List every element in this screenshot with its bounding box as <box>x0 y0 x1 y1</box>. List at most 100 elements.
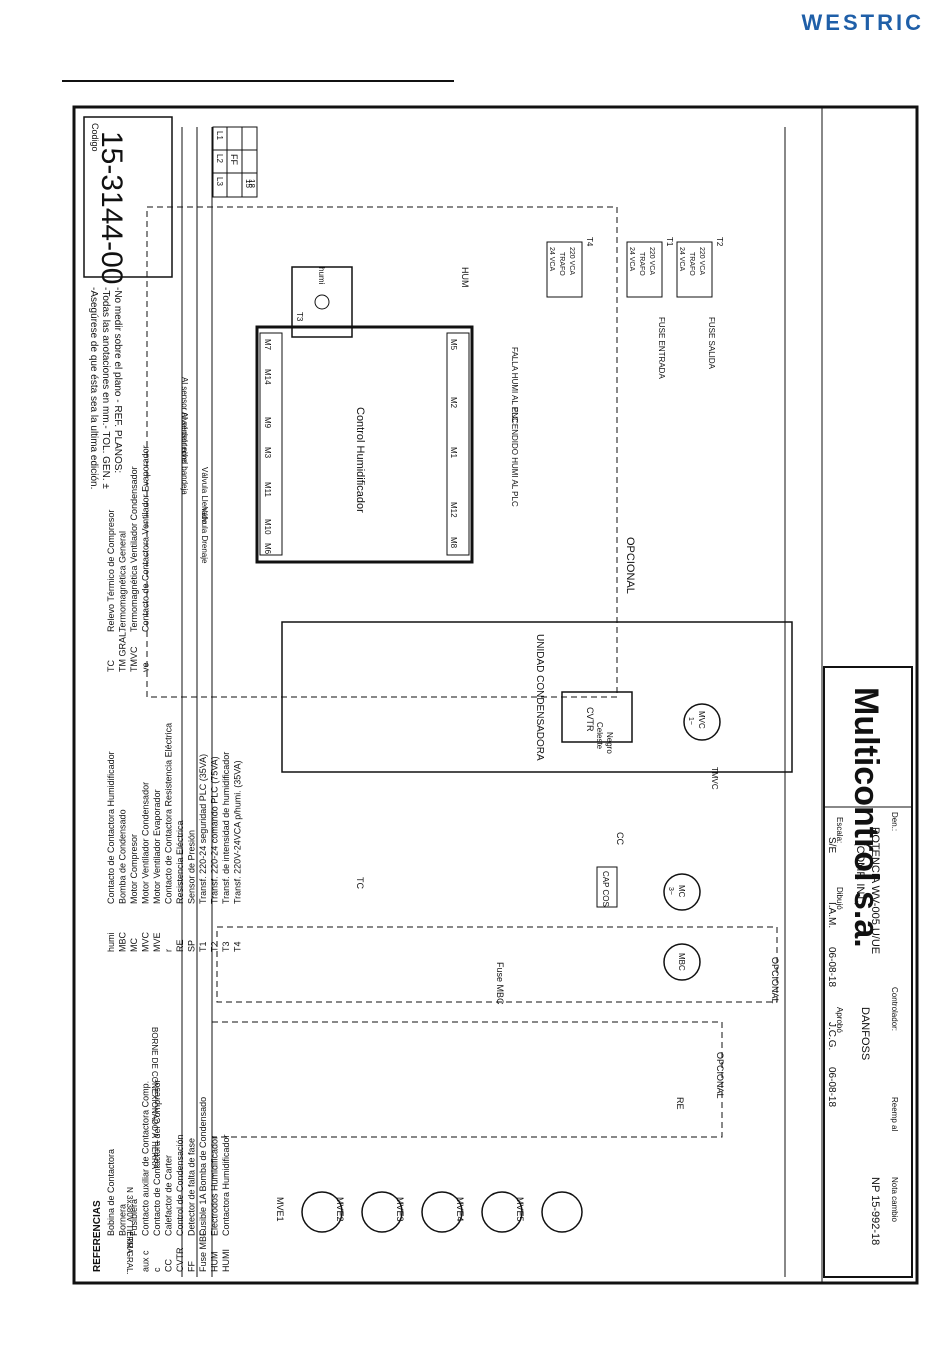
mbc-label: MBC <box>677 953 686 971</box>
optional-label-3: OPCIONAL <box>715 1052 725 1099</box>
transformer-t4: 220 VCA TRAFO 24 VCA T4 <box>546 237 594 298</box>
reference-key: c <box>152 1267 162 1272</box>
reference-description: Sensor de Presión <box>187 830 197 904</box>
optional-label-1: OPCIONAL <box>624 537 636 594</box>
phase-table: L1 L2 L3 FF 15 18 <box>212 126 258 198</box>
fan-motors: MVE1 MVE2 MVE3 MVE4 MVE5 <box>275 1191 583 1233</box>
reference-key: TM GRAL. <box>118 629 128 672</box>
cvtr-label: CVTR <box>585 707 595 732</box>
reference-key: CVTR <box>175 1247 185 1272</box>
drawn-label: Dibujó <box>835 887 844 910</box>
fuse-salida: FUSE SALIDA <box>707 317 716 370</box>
mvc-label: MVC <box>697 711 706 729</box>
condensing-unit-label: UNIDAD CONDENSADORA <box>534 634 545 761</box>
terminal-m11: M11 <box>263 482 272 498</box>
reference-description: Calefactor de Carter <box>164 1155 174 1236</box>
re-label: RE <box>675 1097 685 1110</box>
change-note: NP 15-992-18 <box>869 1177 881 1245</box>
terminal-m12: M12 <box>449 502 458 518</box>
humi-label: humi <box>317 267 326 285</box>
reference-key: T3 <box>221 941 231 952</box>
fan-motor-mve4 <box>481 1191 523 1233</box>
mbc-fuse: Fuse MBC <box>495 962 505 1005</box>
svg-text:MVE2: MVE2 <box>335 1197 345 1222</box>
reference-key: humi <box>106 932 116 952</box>
reference-description: Fusiblera <box>129 1199 139 1236</box>
terminal-m14: M14 <box>263 369 272 385</box>
reference-description: Fusible 1A Bomba de Condensado <box>198 1097 208 1236</box>
cvtr-negro: Negro <box>605 732 614 754</box>
svg-text:T2: T2 <box>715 237 724 247</box>
mc-sub: 3~ <box>667 887 674 895</box>
terminal-m9: M9 <box>263 417 272 429</box>
company-name: Multicontrol s.a. <box>847 687 885 948</box>
svg-text:T3: T3 <box>295 312 304 322</box>
terminal-m8: M8 <box>449 537 458 549</box>
reference-description: Contactora Humidificador <box>221 1134 231 1236</box>
drawn-date: 06-08-18 <box>826 947 837 987</box>
reference-key: FF <box>187 1261 197 1272</box>
terminal-m10: M10 <box>263 519 272 535</box>
terminal-m6: M6 <box>263 543 272 555</box>
terminal-m5: M5 <box>449 339 458 351</box>
reference-description: Transf. 220-24 seguridad PLC (35VA) <box>198 754 208 904</box>
power-bus <box>181 127 786 1277</box>
fill-valve: Válvula Llenado <box>200 467 209 524</box>
phase-l1: L1 <box>215 131 224 140</box>
reference-description: Electrodos Humidificador <box>210 1136 220 1236</box>
mc-motor <box>663 873 701 911</box>
failure-signal: FALLA HUMI AL PLC <box>510 347 519 423</box>
supply-label: N 3x380V TIERRA <box>125 1187 134 1254</box>
main-breaker: TM GRAL. <box>125 1237 134 1275</box>
header-rule <box>62 80 454 82</box>
cap-cos <box>596 866 618 908</box>
title-block: Multicontrol s.a. Den.: POTENCIA WV-005 … <box>821 107 913 1283</box>
controller-label: Controlador: <box>890 987 899 1031</box>
tc-label: TC <box>355 877 365 889</box>
reference-description: Motor Compresor <box>129 834 139 904</box>
reference-description: Transf. 220-24 comando PLC (75VA) <box>210 756 220 904</box>
svg-text:T1: T1 <box>665 237 674 247</box>
approved-by: J.C.G. <box>826 1022 837 1050</box>
reference-key: HUMI <box>221 1249 231 1272</box>
note-2: -Todas las anotaciones en mm.- TOL. GEN.… <box>100 287 111 489</box>
reference-description: Termomagnética Ventilador Condensador <box>129 466 139 632</box>
reference-description: Termomagnética General <box>118 531 128 632</box>
optional-humidifier-block <box>146 206 618 698</box>
reference-key: T4 <box>233 941 243 952</box>
cc-label: CC <box>615 832 625 845</box>
svg-text:220 VCA: 220 VCA <box>568 247 575 275</box>
reference-description: Contacto auxiliar de Contactora Comp. <box>141 1081 151 1236</box>
svg-text:24 VCA: 24 VCA <box>548 247 555 271</box>
phase-15: 15 <box>244 179 253 188</box>
terminal-m3: M3 <box>263 447 272 459</box>
scale: S/E <box>826 837 837 853</box>
reference-key: Fuse MBC <box>198 1229 208 1272</box>
controller: DANFOSS <box>859 1007 871 1060</box>
reference-description: Relevo Térmico de Compresor <box>106 510 116 632</box>
reference-description: Contacto de Contactora Resistencia Eléct… <box>164 723 174 904</box>
reference-description: Motor Ventilador Evaporador <box>152 789 162 904</box>
cvtr-box <box>561 691 633 743</box>
reference-description: Contacto de Contactora del Compresor <box>152 1079 162 1236</box>
fuse-entrada: FUSE ENTRADA <box>657 317 666 379</box>
reference-key: MBC <box>118 932 128 953</box>
fan-motor-mve2 <box>361 1191 403 1233</box>
svg-text:MVE4: MVE4 <box>455 1197 465 1222</box>
terminal-m1: M1 <box>449 447 458 459</box>
drawing-frame <box>72 105 919 1285</box>
humidifier-controller <box>255 325 474 564</box>
sensor-tray: Al sensor nivel bandeja <box>180 412 189 495</box>
phase-l2: L2 <box>215 154 224 163</box>
denomination-sub: (COMP. INT.) <box>854 842 866 907</box>
note-3: -No medir sobre el plano - REF. PLANOS: <box>112 287 123 473</box>
sensor-top: Al sensor nivel del techo <box>180 377 189 464</box>
reference-description: Transf. de intensidad de humidificador <box>221 752 231 904</box>
note-1: -Asegúrese de que ésta sea la ultima edi… <box>88 287 99 489</box>
reference-description: Detector de falta de fase <box>187 1138 197 1236</box>
